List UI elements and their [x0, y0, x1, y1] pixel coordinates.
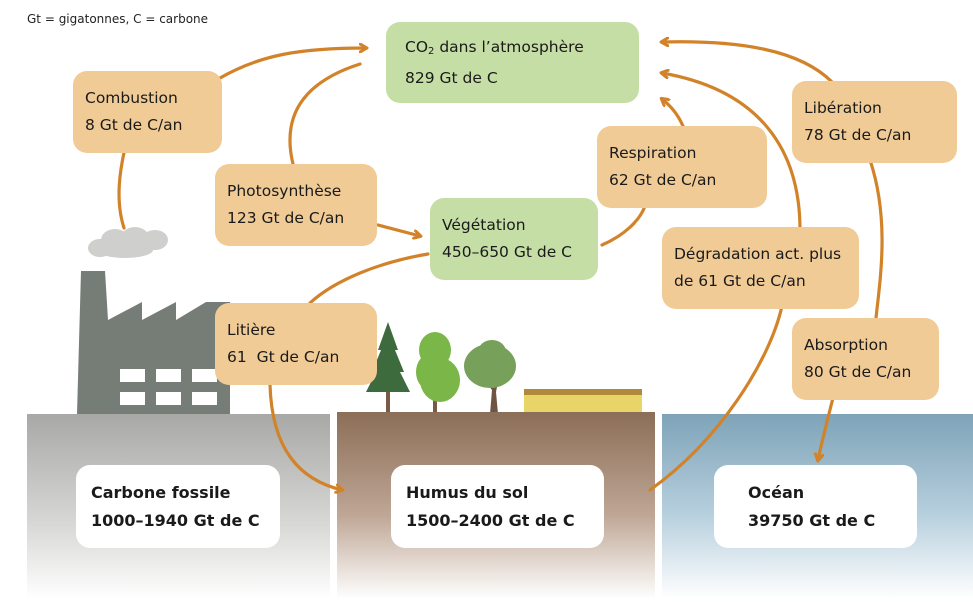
photosynthesis-value: 123 Gt de C/an: [227, 209, 345, 227]
arrow-respiration-up: [662, 99, 685, 128]
atmosphere-stock-box: CO2 dans l’atmosphère 829 Gt de C: [386, 22, 639, 103]
combustion-flux-box: Combustion 8 Gt de C/an: [73, 71, 222, 153]
arrow-litter-down: [268, 383, 342, 490]
conifer-tree-icon: [366, 322, 410, 414]
deciduous-tree-icon: [416, 332, 460, 414]
photosynthesis-flux-box: Photosynthèse 123 Gt de C/an: [215, 164, 377, 246]
legend-text: Gt = gigatonnes, C = carbone: [27, 12, 209, 26]
absorption-flux-box: Absorption 80 Gt de C/an: [792, 318, 939, 400]
litter-flux-box: Litière 61 Gt de C/an: [215, 303, 377, 385]
liberation-flux-box: Libération 78 Gt de C/an: [792, 81, 957, 163]
arrow-respiration-out: [600, 204, 647, 247]
atmosphere-value: 829 Gt de C: [405, 68, 498, 87]
respiration-flux-box: Respiration 62 Gt de C/an: [597, 126, 767, 208]
broad-tree-icon: [464, 340, 516, 414]
ocean-value: 39750 Gt de C: [748, 510, 876, 530]
soil-humus-reservoir-box: Humus du sol 1500–2400 Gt de C: [391, 465, 604, 548]
arrow-photosynthesis-in: [376, 223, 420, 236]
combustion-title: Combustion: [85, 89, 178, 107]
fossil-carbon-reservoir-box: Carbone fossile 1000–1940 Gt de C: [76, 465, 280, 548]
degradation-title: Dégradation act. plus: [674, 245, 842, 263]
vegetation-title: Végétation: [442, 216, 526, 234]
arrow-liberation-from-ocean: [868, 158, 884, 320]
soil-humus-title: Humus du sol: [406, 482, 529, 502]
photosynthesis-title: Photosynthèse: [227, 182, 342, 200]
arrow-liberation-up: [662, 42, 834, 84]
fossil-carbon-title: Carbone fossile: [91, 482, 231, 502]
factory-icon: [77, 271, 230, 414]
combustion-value: 8 Gt de C/an: [85, 116, 183, 134]
arrow-litter-up: [308, 252, 430, 305]
degradation-value: de 61 Gt de C/an: [674, 272, 806, 290]
smoke-cloud-icon: [88, 227, 168, 258]
flow-arrows: [117, 42, 884, 492]
litter-value: 61 Gt de C/an: [227, 348, 340, 366]
ocean-reservoir-box: Océan 39750 Gt de C: [714, 465, 917, 548]
liberation-title: Libération: [804, 99, 882, 117]
atmosphere-title: CO2 dans l’atmosphère: [405, 37, 584, 57]
degradation-flux-box: Dégradation act. plus de 61 Gt de C/an: [662, 227, 859, 309]
soil-humus-value: 1500–2400 Gt de C: [406, 510, 575, 530]
arrow-combustion: [117, 146, 127, 230]
respiration-value: 62 Gt de C/an: [609, 171, 717, 189]
absorption-title: Absorption: [804, 336, 888, 354]
wheat-field-icon: [524, 389, 642, 414]
fossil-carbon-value: 1000–1940 Gt de C: [91, 510, 260, 530]
arrow-degradation-from-soil: [648, 304, 784, 492]
vegetation-stock-box: Végétation 450–650 Gt de C: [430, 198, 598, 280]
litter-title: Litière: [227, 321, 276, 339]
arrow-photosynthesis-out: [288, 62, 362, 166]
respiration-title: Respiration: [609, 144, 697, 162]
arrow-degradation-up: [662, 73, 802, 232]
absorption-value: 80 Gt de C/an: [804, 363, 912, 381]
arrow-combustion-up: [218, 48, 366, 80]
ground-line: [337, 412, 655, 415]
vegetation-value: 450–650 Gt de C: [442, 243, 572, 261]
liberation-value: 78 Gt de C/an: [804, 126, 912, 144]
ocean-title: Océan: [748, 482, 805, 502]
